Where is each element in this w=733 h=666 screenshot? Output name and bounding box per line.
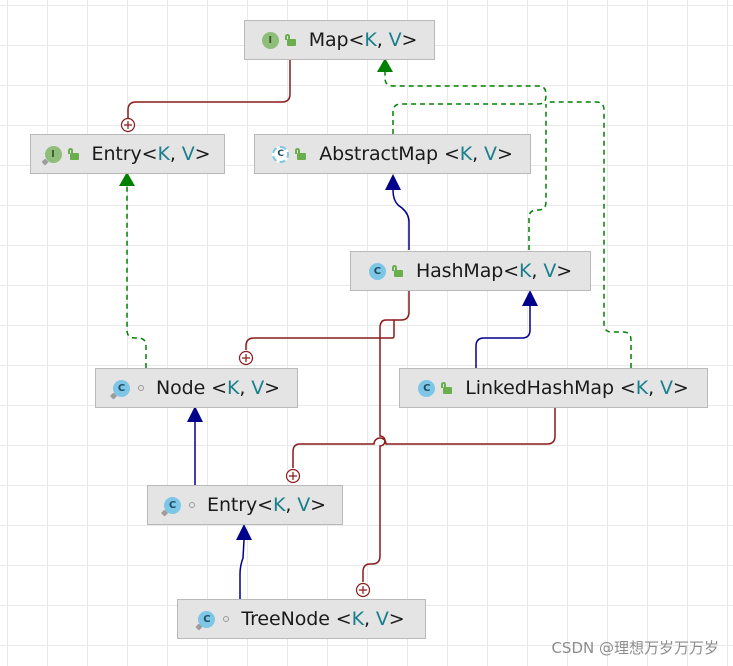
public-lock-icon [295, 148, 307, 160]
node-label: Map<K, V> [308, 29, 418, 51]
interface-icon: I [44, 145, 62, 163]
edge-entry-iface-inner-of-map [127, 60, 291, 118]
implements-arrowheads [119, 58, 393, 186]
edge-abstractmap-implements-map [384, 72, 547, 134]
inner-edges [127, 60, 556, 582]
node-map[interactable]: I Map<K, V> [244, 20, 435, 60]
inner-edge-markers [120, 117, 371, 598]
node-label: AbstractMap <K, V> [319, 143, 513, 165]
edge-linkedhashmap-implements-map [546, 101, 632, 368]
arrowhead-icon [377, 58, 393, 72]
node-hash-map[interactable]: C HashMap<K, V> [350, 251, 591, 291]
class-icon: C [368, 262, 386, 280]
class-icon: C [418, 379, 436, 397]
node-entry-class[interactable]: C Entry<K, V> [147, 485, 343, 525]
edge-entry-inner-of-linkedhashmap [292, 407, 556, 468]
node-label: Node <K, V> [156, 377, 280, 399]
extends-edges [194, 189, 531, 600]
edge-linkedhashmap-extends-hashmap [475, 306, 531, 368]
edge-hashmap-extends-abstractmap [392, 189, 410, 250]
edge-treenode-inner-of-hashmap [362, 319, 394, 582]
arrowhead-icon [236, 524, 252, 540]
node-node[interactable]: C Node <K, V> [95, 368, 298, 408]
public-lock-icon [67, 148, 80, 160]
arrowhead-icon [187, 406, 203, 422]
arrowhead-icon [119, 172, 135, 186]
node-linked-hash-map[interactable]: C LinkedHashMap <K, V> [399, 368, 708, 408]
node-entry-interface[interactable]: I Entry<K, V> [30, 134, 225, 174]
public-lock-icon [441, 382, 453, 394]
node-label: HashMap<K, V> [415, 260, 573, 282]
node-tree-node[interactable]: C TreeNode <K, V> [177, 599, 426, 639]
public-lock-icon [391, 265, 404, 277]
node-label: TreeNode <K, V> [241, 608, 405, 630]
interface-icon: I [261, 31, 279, 49]
implements-edges [126, 72, 632, 368]
circled-plus-icon [120, 117, 136, 133]
watermark: CSDN @理想万岁万万岁 [551, 639, 719, 657]
extends-arrowheads [187, 174, 538, 540]
edge-hashmap-implements-map [528, 104, 547, 250]
node-label: LinkedHashMap <K, V> [465, 377, 689, 399]
edge-node-implements-entry [126, 186, 147, 368]
node-label: Entry<K, V> [207, 494, 326, 516]
package-private-icon [223, 616, 230, 622]
arrowhead-icon [385, 174, 401, 190]
package-private-icon [189, 502, 196, 508]
arrowhead-icon [522, 290, 538, 306]
node-label: Entry<K, V> [91, 143, 211, 165]
edge-treenode-extends-entry [239, 539, 245, 600]
class-icon: C [164, 496, 182, 514]
circled-plus-icon [238, 350, 254, 366]
node-abstract-map[interactable]: C AbstractMap <K, V> [254, 134, 531, 174]
class-icon: C [113, 379, 131, 397]
edge-node-inner-of-hashmap [245, 291, 410, 350]
public-lock-icon [284, 34, 297, 46]
circled-plus-icon [355, 582, 371, 598]
circled-plus-icon [285, 468, 301, 484]
package-private-icon [138, 385, 145, 391]
class-icon: C [198, 610, 216, 628]
abstract-class-icon: C [272, 145, 290, 163]
